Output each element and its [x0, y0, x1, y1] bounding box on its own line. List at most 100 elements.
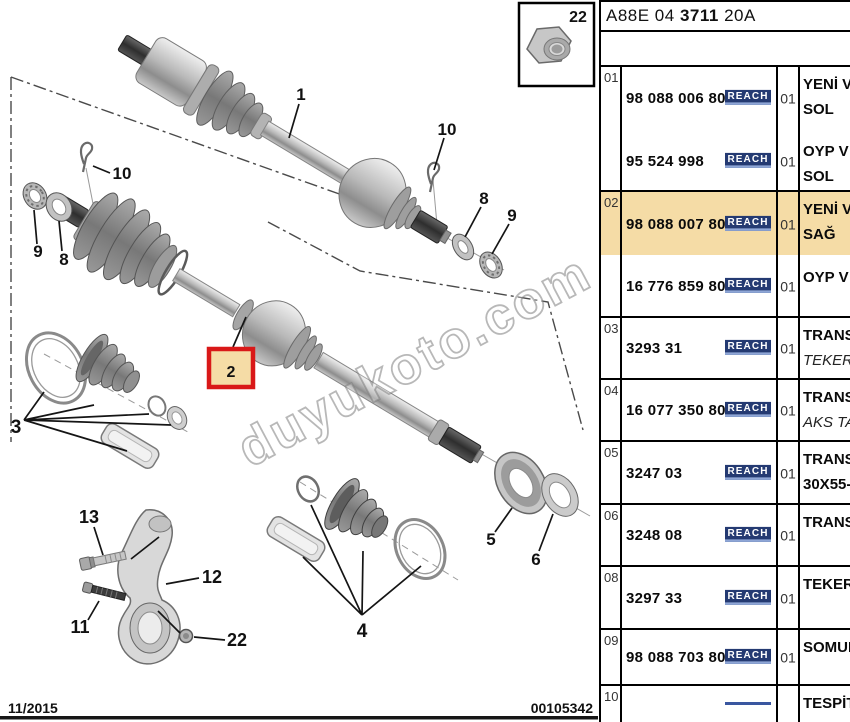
part-number: 3248 08 [626, 527, 683, 545]
driveshaft-right-assembly [54, 192, 485, 464]
description-line2: 30X55- [803, 476, 850, 493]
table-row-10[interactable]: 10 TESPİT [601, 686, 850, 722]
lock-washer-left [22, 182, 48, 210]
part-number: 3293 31 [626, 340, 683, 358]
table-row-03[interactable]: 03 3293 31 REACH 01 TRANS TEKER [601, 318, 850, 380]
part-number: 95 524 998 [626, 152, 705, 170]
callout-8-left[interactable]: 8 [59, 250, 68, 269]
row-number: 01 [601, 67, 622, 190]
callout-6[interactable]: 6 [531, 550, 540, 569]
boot-kit-left [25, 331, 188, 470]
reach-badge[interactable]: REACH [725, 277, 771, 293]
callout-10-left[interactable]: 10 [113, 164, 132, 183]
callout-1[interactable]: 1 [296, 85, 305, 104]
table-row-05[interactable]: 05 3247 03 REACH 01 TRANS 30X55- [601, 442, 850, 505]
row-number: 10 [601, 686, 622, 722]
callout-13[interactable]: 13 [79, 507, 99, 527]
part-number: 16 776 859 80 [626, 277, 726, 295]
row-number: 03 [601, 318, 622, 378]
reach-badge[interactable]: REACH [725, 464, 771, 480]
callout-11[interactable]: 11 [70, 617, 89, 637]
callout-9-right[interactable]: 9 [507, 206, 516, 225]
quantity: 01 [780, 649, 796, 666]
description-line1: TRANS [803, 514, 850, 531]
table-row-02-selected[interactable]: 02 98 088 007 80 REACH 16 776 859 80 REA… [601, 192, 850, 318]
quantity: 01 [780, 278, 796, 295]
selected-part-box[interactable] [206, 346, 256, 390]
exploded-driveshaft-diagram: 1 2 3 4 5 6 8 9 10 10 9 8 11 12 13 22 [0, 1, 598, 720]
washer-left [45, 192, 73, 222]
callout-8-right[interactable]: 8 [479, 189, 488, 208]
callout-4[interactable]: 4 [357, 621, 368, 642]
boot-kit-right [266, 475, 447, 580]
description-line2: SAĞ [803, 226, 836, 243]
code-suffix: 20A [724, 6, 756, 25]
reach-badge[interactable]: REACH [725, 401, 771, 417]
hub-nut-small [178, 628, 194, 644]
big-bolt [79, 550, 127, 571]
bearing [494, 451, 548, 515]
code-bold: 3711 [679, 6, 719, 25]
callout-5[interactable]: 5 [486, 530, 495, 549]
row-number: 09 [601, 630, 622, 684]
steering-knuckle [117, 509, 181, 665]
lock-washer-right [479, 251, 503, 279]
quantity: 01 [780, 340, 796, 357]
quantity: 01 [780, 90, 796, 107]
reach-badge[interactable]: REACH [725, 152, 771, 168]
reach-badge[interactable]: REACH [725, 526, 771, 542]
table-row-06[interactable]: 06 3248 08 REACH 01 TRANS [601, 505, 850, 567]
table-row-08[interactable]: 08 3297 33 REACH 01 TEKER [601, 567, 850, 630]
row-number: 08 [601, 567, 622, 628]
callout-2[interactable]: 2 [227, 364, 236, 381]
description-line1: YENİ V [803, 201, 850, 218]
reach-badge-partial [725, 702, 771, 705]
quantity: 01 [780, 527, 796, 544]
part-number: 98 088 703 80 [626, 649, 726, 667]
description-line2: SOL [803, 101, 834, 118]
callout-2-leader [232, 316, 247, 348]
callout-12[interactable]: 12 [202, 567, 222, 587]
part-number: 98 088 007 80 [626, 215, 726, 233]
description-line2: TEKER [803, 352, 850, 369]
callout-10-right[interactable]: 10 [438, 120, 457, 139]
pin-left [79, 141, 94, 173]
description-line1: SOMUN [803, 639, 850, 656]
description-line1: TEKER [803, 576, 850, 593]
callout-22[interactable]: 22 [227, 630, 247, 650]
quantity: 01 [780, 590, 796, 607]
row-number: 04 [601, 380, 622, 440]
reach-badge[interactable]: REACH [725, 339, 771, 355]
table-row-04[interactable]: 04 16 077 350 80 REACH 01 TRANS AKS TA [601, 380, 850, 442]
grease-sachet-left [100, 422, 160, 470]
seal-ring [541, 473, 579, 517]
catalog-code-header: A88E 04 3711 20A [601, 2, 850, 32]
row-number: 06 [601, 505, 622, 565]
reach-badge[interactable]: REACH [725, 89, 771, 105]
quantity: 01 [780, 153, 796, 170]
description-line1: TRANS [803, 327, 850, 344]
washer-right [451, 233, 475, 261]
description-line1: OYP V [803, 143, 849, 160]
code-prefix: A88E 04 [606, 6, 675, 25]
description-line1: YENİ V [803, 76, 850, 93]
parts-table: A88E 04 3711 20A 01 98 088 006 80 REACH … [599, 0, 850, 722]
callout-9-left[interactable]: 9 [33, 242, 42, 261]
reach-badge[interactable]: REACH [725, 589, 771, 605]
callout-3[interactable]: 3 [11, 417, 22, 438]
quantity: 01 [780, 402, 796, 419]
driveshaft-left-assembly [117, 35, 452, 245]
footer-doc-number: 00105342 [531, 700, 594, 716]
reach-badge[interactable]: REACH [725, 215, 771, 231]
quantity: 01 [780, 465, 796, 482]
quantity: 01 [780, 216, 796, 233]
table-row-09[interactable]: 09 98 088 703 80 REACH 01 SOMUN [601, 630, 850, 686]
callout-leader-lines [23, 103, 554, 641]
reach-badge[interactable]: REACH [725, 648, 771, 664]
grease-sachet-right [266, 515, 326, 563]
part-number: 3297 33 [626, 589, 683, 607]
description-line1: TRANS [803, 389, 850, 406]
description-line1: OYP V [803, 269, 849, 286]
part-number: 16 077 350 80 [626, 402, 726, 420]
table-row-01[interactable]: 01 98 088 006 80 REACH 95 524 998 REACH … [601, 67, 850, 192]
